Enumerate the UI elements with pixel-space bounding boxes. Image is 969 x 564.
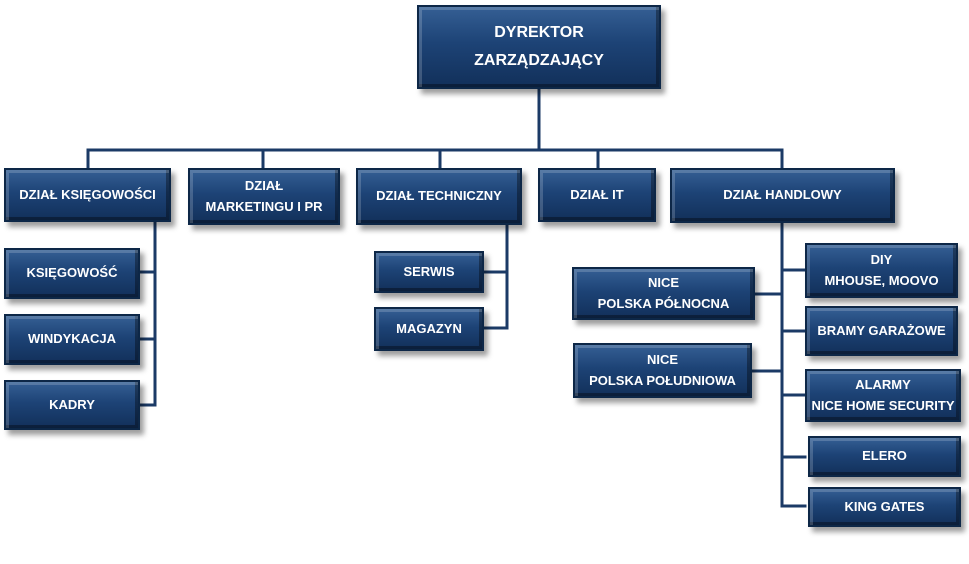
node-alarms: ALARMY NICE HOME SECURITY — [805, 369, 961, 422]
node-nice-south-label: NICE POLSKA POŁUDNIOWA — [589, 352, 736, 388]
node-accounting: KSIĘGOWOŚĆ — [4, 248, 140, 299]
node-king-gates-label: KING GATES — [844, 498, 925, 514]
node-dept-accounting: DZIAŁ KSIĘGOWOŚCI — [4, 168, 171, 222]
node-debt-collection: WINDYKACJA — [4, 314, 140, 365]
node-garage-doors: BRAMY GARAŻOWE — [805, 306, 958, 356]
node-dept-marketing: DZIAŁ MARKETINGU I PR — [188, 168, 340, 225]
node-dept-it-label: DZIAŁ IT — [570, 186, 624, 202]
node-diy: DIY MHOUSE, MOOVO — [805, 243, 958, 298]
node-nice-north-label: NICE POLSKA PÓŁNOCNA — [597, 275, 730, 311]
node-dept-technical-label: DZIAŁ TECHNICZNY — [376, 188, 502, 204]
node-debt-collection-label: WINDYKACJA — [27, 331, 117, 347]
node-accounting-label: KSIĘGOWOŚĆ — [26, 265, 118, 281]
node-dept-marketing-label: DZIAŁ MARKETINGU I PR — [205, 178, 323, 214]
node-elero: ELERO — [808, 436, 961, 477]
node-hr: KADRY — [4, 380, 140, 430]
node-dept-sales-label: DZIAŁ HANDLOWY — [723, 187, 842, 203]
node-director-label: DYREKTOR ZARZĄDZAJĄCY — [474, 24, 604, 69]
node-diy-label: DIY MHOUSE, MOOVO — [824, 252, 939, 288]
node-dept-accounting-label: DZIAŁ KSIĘGOWOŚCI — [19, 186, 156, 202]
node-hr-label: KADRY — [49, 396, 95, 412]
node-nice-south: NICE POLSKA POŁUDNIOWA — [573, 343, 752, 398]
node-elero-label: ELERO — [862, 448, 907, 464]
node-king-gates: KING GATES — [808, 487, 961, 527]
node-dept-sales: DZIAŁ HANDLOWY — [670, 168, 895, 223]
node-warehouse: MAGAZYN — [374, 307, 484, 351]
node-alarms-label: ALARMY NICE HOME SECURITY — [811, 377, 955, 413]
node-nice-north: NICE POLSKA PÓŁNOCNA — [572, 267, 755, 320]
node-director: DYREKTOR ZARZĄDZAJĄCY — [417, 5, 661, 89]
node-dept-it: DZIAŁ IT — [538, 168, 656, 222]
node-dept-technical: DZIAŁ TECHNICZNY — [356, 168, 522, 225]
node-service-label: SERWIS — [403, 263, 455, 279]
node-warehouse-label: MAGAZYN — [396, 320, 462, 336]
node-service: SERWIS — [374, 251, 484, 293]
node-garage-doors-label: BRAMY GARAŻOWE — [817, 322, 946, 338]
